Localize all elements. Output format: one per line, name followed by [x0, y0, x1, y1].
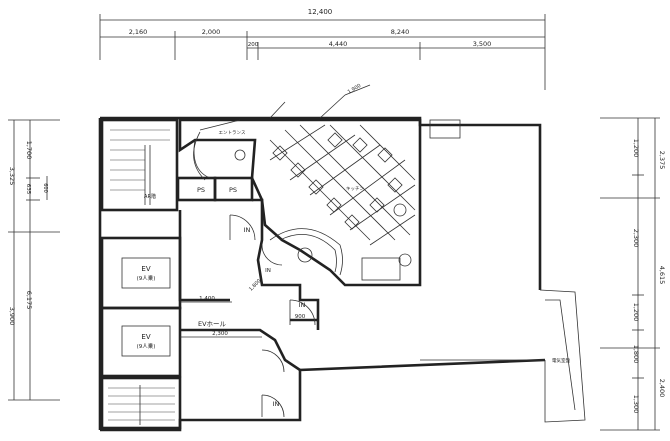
building-walls [98, 116, 586, 432]
dim-int-4: 900 [295, 314, 306, 320]
stairs-upper [110, 129, 170, 205]
dim-right-2: 4,615 [658, 266, 666, 285]
door-swings [229, 214, 316, 418]
dim-left-3: 1,700 [25, 141, 33, 160]
label-ps-2: PS [229, 186, 237, 194]
label-ps-1: PS [197, 186, 205, 194]
label-in-3: IN [273, 400, 280, 408]
label-in-1: IN [244, 226, 251, 234]
dim-right-7: 1,800 [632, 345, 640, 364]
left-dimensions: 3,325 3,900 1,700 635 6,175 600 [8, 119, 60, 401]
dim-top-6: 3,500 [473, 40, 492, 48]
dim-right-4: 1,200 [632, 139, 640, 158]
dim-top-4: 200 [248, 42, 259, 48]
dim-top-total: 12,400 [308, 8, 333, 16]
right-dimensions: 2,375 4,615 2,400 1,200 2,300 1,200 1,80… [600, 117, 666, 431]
room-labels: EV (9人乗) EV (9人乗) EVホール PS PS AR階 IN IN … [137, 130, 571, 408]
dim-left-5: 6,175 [25, 291, 33, 310]
dim-top-5: 4,440 [329, 40, 348, 48]
stairs-lower [108, 385, 175, 425]
label-misc-room: 電気室盤 [552, 357, 570, 364]
dim-right-3: 2,400 [658, 379, 666, 398]
main-room [178, 84, 461, 287]
dim-int-2: 2,300 [212, 331, 228, 337]
label-kitchen: キッチン [346, 186, 364, 192]
dim-left-6: 600 [42, 183, 48, 193]
dim-right-5: 2,300 [632, 229, 640, 248]
elevator-car-2 [121, 325, 171, 357]
dim-int-1: 1,400 [199, 296, 215, 302]
label-in-2: IN [299, 301, 306, 309]
top-dimensions: 12,400 2,160 2,000 8,240 200 4,440 3,500 [99, 8, 546, 90]
label-entrance: エントランス [219, 130, 246, 136]
dim-left-1: 3,325 [8, 167, 16, 186]
dim-top-1: 2,160 [129, 28, 148, 36]
label-ev-2-capacity: (9人乗) [137, 343, 156, 350]
label-ev-hall: EVホール [198, 320, 227, 328]
label-ev-2: EV [141, 333, 150, 341]
label-ev-1: EV [141, 265, 150, 273]
dim-int-5: 1,900 [347, 83, 362, 95]
dim-right-6: 1,200 [632, 303, 640, 322]
dim-right-1: 2,375 [658, 151, 666, 170]
dim-int-3: 1,800 [248, 278, 262, 292]
label-ev-1-capacity: (9人乗) [137, 275, 156, 282]
seating-grid [234, 124, 416, 267]
dim-right-8: 1,300 [632, 395, 640, 414]
label-stair: AR階 [144, 193, 156, 200]
dim-left-4: 635 [25, 184, 31, 195]
dim-top-3: 8,240 [391, 28, 410, 36]
label-in-4: IN [265, 268, 271, 274]
dim-left-2: 3,900 [8, 307, 16, 326]
dim-top-2: 2,000 [202, 28, 221, 36]
elevator-car-1 [121, 257, 171, 289]
